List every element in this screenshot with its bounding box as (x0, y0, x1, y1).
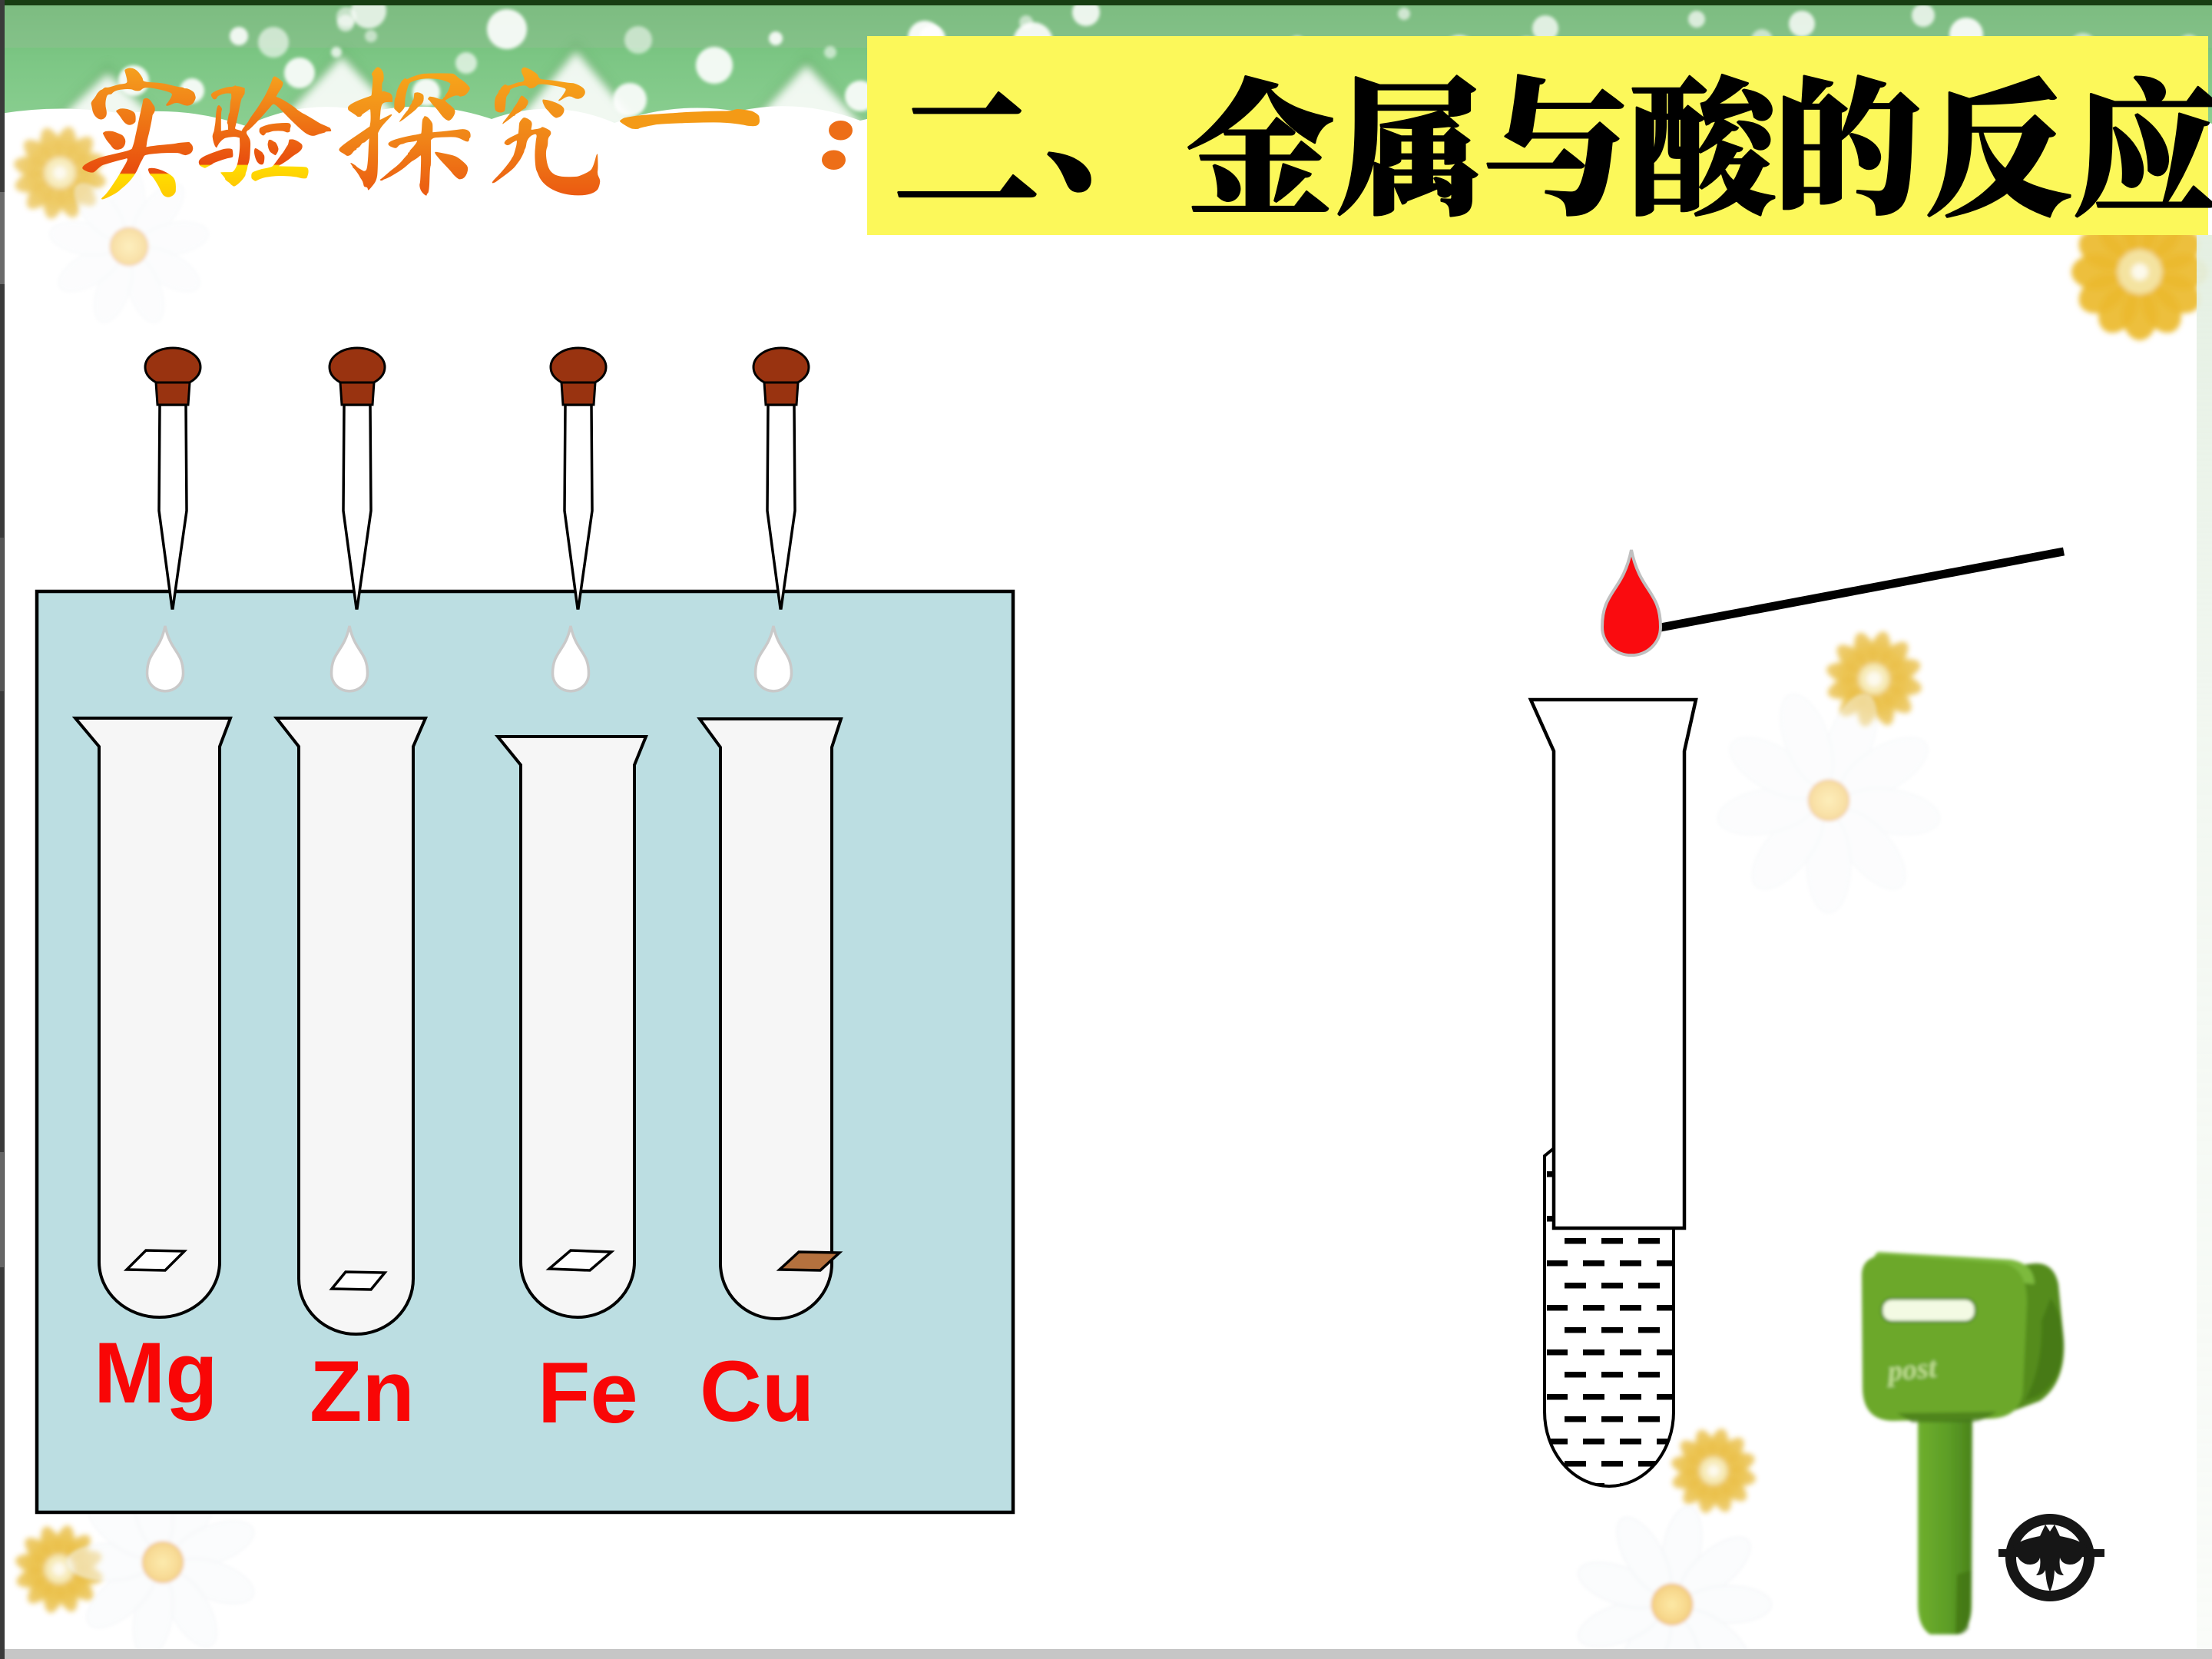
svg-text:post: post (1884, 1351, 1939, 1388)
svg-text:Cu: Cu (700, 1343, 814, 1439)
svg-text:Zn: Zn (310, 1343, 415, 1439)
svg-text:Fe: Fe (538, 1345, 638, 1441)
svg-text:Mg: Mg (94, 1325, 218, 1421)
